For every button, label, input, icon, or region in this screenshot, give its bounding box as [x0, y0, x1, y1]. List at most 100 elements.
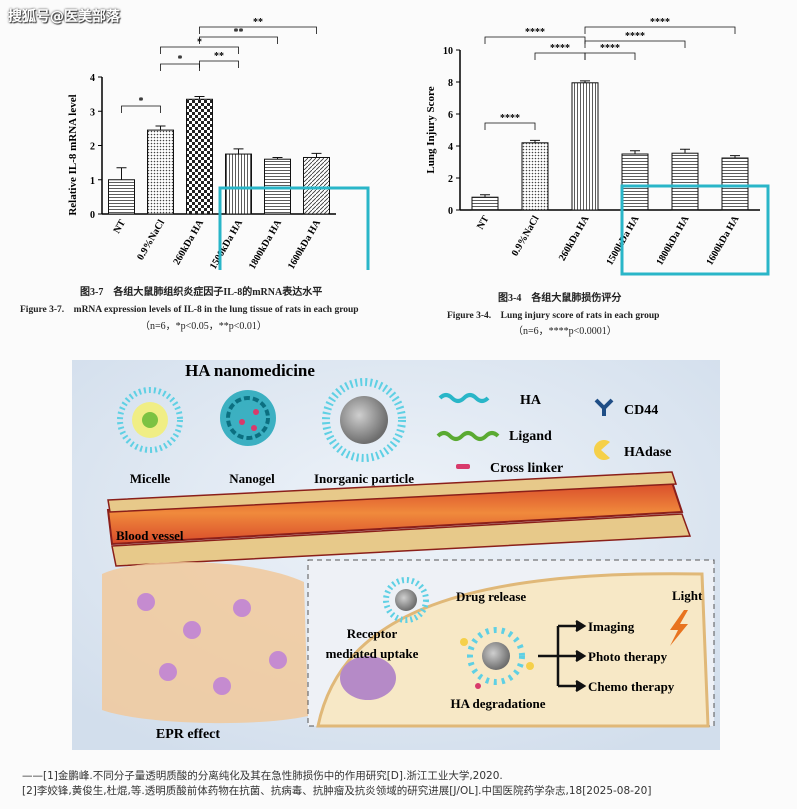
chart1-highlight-box [218, 186, 370, 270]
error-bar [311, 152, 322, 158]
significance-bracket [584, 40, 686, 48]
significance-bracket [199, 26, 317, 34]
chart1-caption-en: Figure 3-7. mRNA expression levels of IL… [20, 305, 359, 315]
nanogel-label: Nanogel [229, 471, 275, 486]
cd44-legend-icon [594, 398, 614, 416]
ha-nanomedicine-illustration: HA nanomedicine Micelle Nanogel Inorgani… [72, 360, 720, 750]
chart1-caption-cn: 图3-7 各组大鼠肺组织炎症因子IL-8的mRNA表达水平 [80, 287, 323, 298]
illustration-title: HA nanomedicine [185, 361, 315, 380]
significance-bracket [534, 52, 586, 60]
error-bar [194, 96, 205, 100]
x-tick-label: NT [475, 214, 492, 232]
significance-bracket [484, 122, 536, 130]
y-tick-label: 0 [448, 206, 453, 217]
y-tick-label: 10 [443, 46, 453, 57]
ligand-legend-icon [436, 431, 500, 441]
error-bar [272, 156, 283, 160]
legend-ligand-label: Ligand [509, 429, 552, 444]
significance-label: ** [214, 51, 224, 62]
chart2-caption-cn: 图3-4 各组大鼠肺损伤评分 [498, 293, 622, 304]
ha-legend-icon [438, 393, 490, 403]
light-label: Light [672, 588, 703, 603]
hadase-legend-icon [594, 440, 610, 460]
y-tick-label: 3 [90, 107, 95, 118]
significance-bracket [160, 63, 200, 71]
chart2-caption-en: Figure 3-4. Lung injury score of rats in… [447, 311, 660, 321]
y-tick-label: 6 [448, 110, 453, 121]
bar [521, 142, 549, 211]
y-tick-label: 4 [90, 73, 95, 84]
significance-bracket [584, 26, 736, 34]
chart2-highlight-box [620, 184, 770, 276]
tumor-tissue-icon [102, 562, 308, 724]
error-bar [530, 139, 540, 143]
watermark: 搜狐号@医美部落 [8, 9, 120, 25]
inorganic-particle-label: Inorganic particle [314, 471, 414, 486]
significance-bracket [121, 105, 161, 113]
y-tick-label: 0 [90, 210, 95, 221]
bar [571, 82, 599, 211]
photo-therapy-label: Photo therapy [588, 649, 668, 664]
significance-label: ** [234, 27, 244, 38]
mediated-uptake-label: mediated uptake [326, 646, 419, 661]
reference-1: ——[1]金鹏峰.不同分子量透明质酸的分离纯化及其在急性肺损伤中的作用研究[D]… [22, 770, 503, 782]
blood-vessel-label: Blood vessel [116, 528, 184, 543]
ha-degradation-label: HA degradatione [451, 696, 546, 711]
chart2-ylabel: Lung Injury Score [425, 86, 437, 173]
significance-bracket [484, 36, 586, 44]
chart1-caption-n: （n=6，*p<0.05，**p<0.01） [140, 321, 267, 332]
nucleus-icon [340, 656, 396, 700]
error-bar [480, 194, 490, 198]
bar [186, 98, 213, 215]
therapy-arrows [538, 619, 587, 693]
x-tick-label: 0.9%NaCl [135, 218, 167, 262]
error-bar [233, 148, 244, 155]
bar [108, 179, 135, 215]
significance-label: **** [525, 27, 545, 38]
references: ——[1]金鹏峰.不同分子量透明质酸的分离纯化及其在急性肺损伤中的作用研究[D]… [22, 769, 651, 799]
y-tick-label: 8 [448, 78, 453, 89]
y-tick-label: 4 [448, 142, 453, 153]
error-bar [580, 80, 590, 83]
error-bar [680, 148, 690, 154]
significance-bracket [199, 36, 278, 44]
cross-linker-legend-icon [456, 464, 470, 469]
error-bar [630, 150, 640, 154]
legend-cross-linker-label: Cross linker [490, 461, 563, 476]
significance-label: ** [253, 17, 263, 28]
receptor-label: Receptor [347, 626, 398, 641]
y-tick-label: 2 [90, 142, 95, 153]
significance-label: **** [600, 43, 620, 54]
x-tick-label: 260kDa HA [557, 213, 592, 263]
il8-bar-chart: Relative IL-8 mRNA level 0 1 2 3 4NT 0.9%NaCl… [67, 17, 370, 270]
bar [225, 153, 252, 215]
y-tick-label: 2 [448, 174, 453, 185]
x-tick-label: 260kDa HA [171, 217, 206, 267]
bar [303, 156, 330, 215]
error-bar [730, 155, 740, 158]
significance-label: **** [650, 17, 670, 28]
significance-label: **** [625, 31, 645, 42]
x-tick-label: NT [112, 218, 129, 236]
error-bar [116, 167, 127, 180]
x-tick-label: 1500kDa HA [208, 217, 246, 270]
inorganic-particle-icon [322, 378, 406, 462]
significance-bracket [160, 46, 239, 54]
significance-label: * [178, 54, 183, 65]
light-bolt-icon [670, 610, 688, 646]
reference-2: [2]李姣锋,黄俊生,杜焜,等.透明质酸前体药物在抗菌、抗病毒、抗肿瘤及抗炎领域… [22, 785, 652, 797]
bar [147, 129, 174, 215]
imaging-label: Imaging [588, 619, 635, 634]
chart1-ylabel: Relative IL-8 mRNA level [67, 94, 79, 215]
significance-label: **** [500, 113, 520, 124]
degrading-particle-icon [460, 627, 534, 689]
y-tick-label: 1 [90, 176, 95, 187]
bar [621, 153, 649, 211]
micelle-icon [117, 387, 183, 453]
x-tick-label: 1600kDa HA [704, 213, 742, 267]
chemo-therapy-label: Chemo therapy [588, 679, 675, 694]
significance-label: **** [550, 43, 570, 54]
legend-ha-label: HA [520, 393, 542, 408]
legend-hadase-label: HAdase [624, 445, 671, 460]
